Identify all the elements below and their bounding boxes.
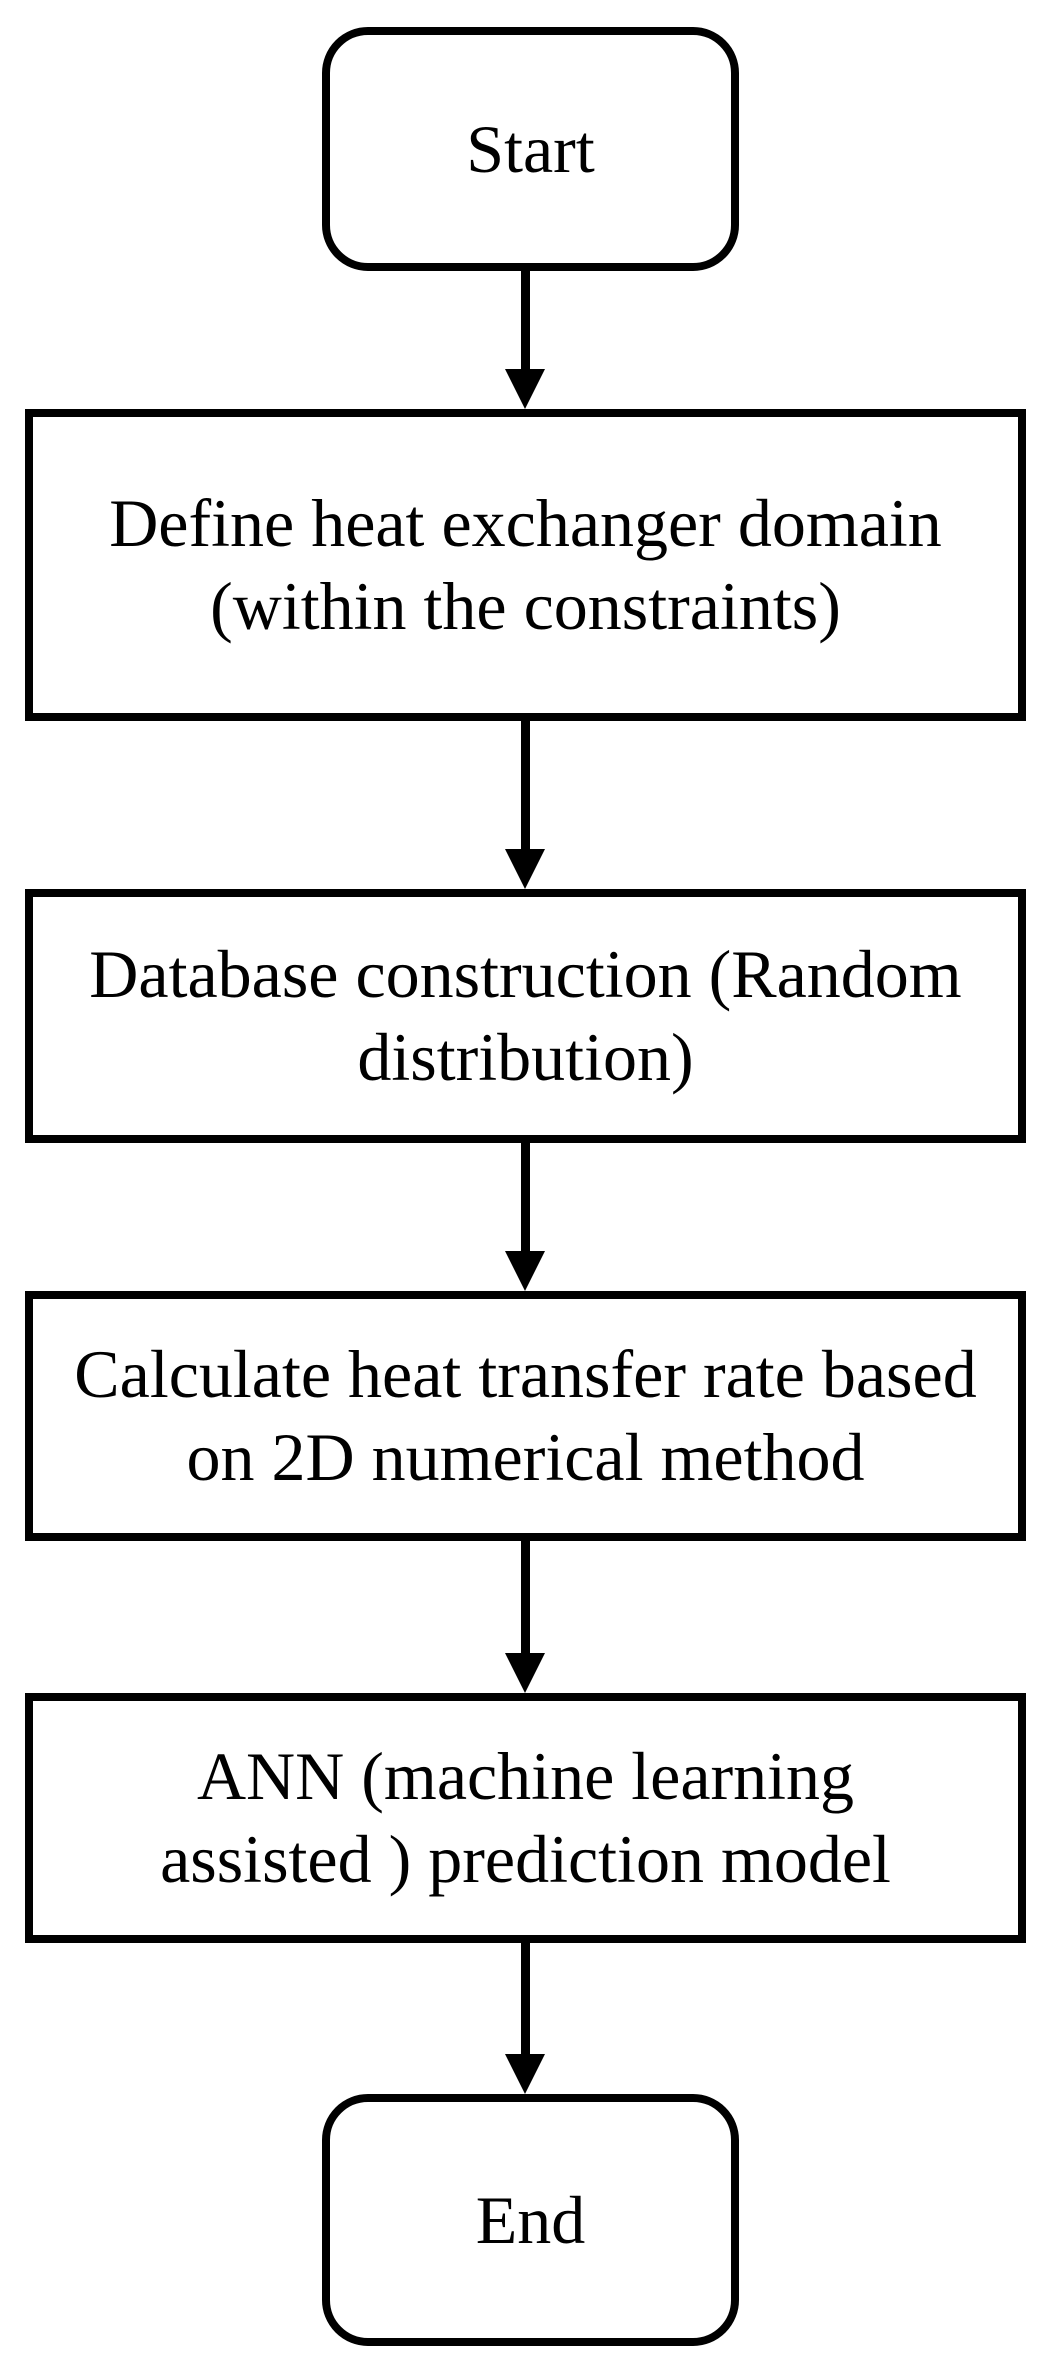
arrow-shaft [520, 1943, 530, 2054]
node-database-construction: Database construction (Random distributi… [25, 889, 1026, 1143]
node-define-domain-label: Define heat exchanger domain (within the… [109, 485, 942, 644]
node-database-construction-label: Database construction (Random distributi… [89, 936, 962, 1095]
node-end: End [322, 2094, 739, 2346]
node-start: Start [322, 27, 739, 271]
arrow-start-to-define [505, 271, 545, 409]
node-calculate-heat-transfer: Calculate heat transfer rate based on 2D… [25, 1291, 1026, 1541]
node-end-label: End [475, 2181, 586, 2258]
node-ann-prediction-model-label: ANN (machine learning assisted ) predict… [160, 1738, 891, 1897]
node-calculate-heat-transfer-label: Calculate heat transfer rate based on 2D… [74, 1336, 977, 1495]
arrow-head-down-icon [505, 1653, 545, 1693]
arrow-head-down-icon [505, 849, 545, 889]
node-start-label: Start [466, 110, 595, 187]
arrow-head-down-icon [505, 369, 545, 409]
arrow-shaft [520, 271, 530, 369]
node-ann-prediction-model: ANN (machine learning assisted ) predict… [25, 1693, 1026, 1943]
node-define-domain: Define heat exchanger domain (within the… [25, 409, 1026, 721]
arrow-database-to-calculate [505, 1143, 545, 1291]
arrow-head-down-icon [505, 2054, 545, 2094]
arrow-define-to-database [505, 721, 545, 889]
arrow-ann-to-end [505, 1943, 545, 2094]
arrow-shaft [520, 1541, 530, 1653]
arrow-shaft [520, 721, 530, 849]
arrow-calculate-to-ann [505, 1541, 545, 1693]
arrow-shaft [520, 1143, 530, 1251]
arrow-head-down-icon [505, 1251, 545, 1291]
